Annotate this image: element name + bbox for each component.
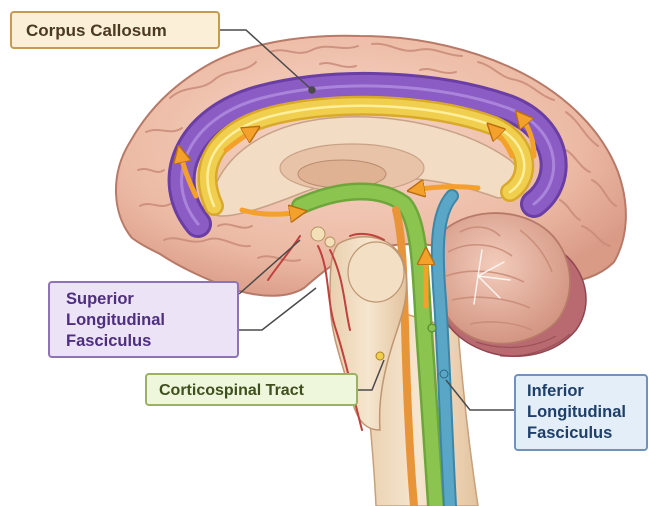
superior-longitudinal-fasciculus-label-line-2: Longitudinal <box>66 310 221 331</box>
superior-longitudinal-fasciculus-label-line-1: Superior <box>66 289 221 310</box>
inferior-longitudinal-fasciculus-label-line-3: Fasciculus <box>527 423 635 444</box>
corticospinal-tract-label-line: Corticospinal Tract <box>159 381 344 401</box>
corticospinal-tract-label: Corticospinal Tract <box>145 373 358 406</box>
corpus-callosum-label-line: Corpus Callosum <box>26 20 204 42</box>
inferior-longitudinal-fasciculus-label-line-2: Longitudinal <box>527 402 635 423</box>
pons <box>348 242 404 302</box>
superior-longitudinal-fasciculus-label-line-3: Fasciculus <box>66 331 221 352</box>
inferior-longitudinal-fasciculus-label-line-1: Inferior <box>527 381 635 402</box>
superior-longitudinal-fasciculus-label: Superior Longitudinal Fasciculus <box>48 281 239 358</box>
inferior-longitudinal-fasciculus-label: Inferior Longitudinal Fasciculus <box>514 374 648 451</box>
corpus-callosum-label: Corpus Callosum <box>10 11 220 49</box>
